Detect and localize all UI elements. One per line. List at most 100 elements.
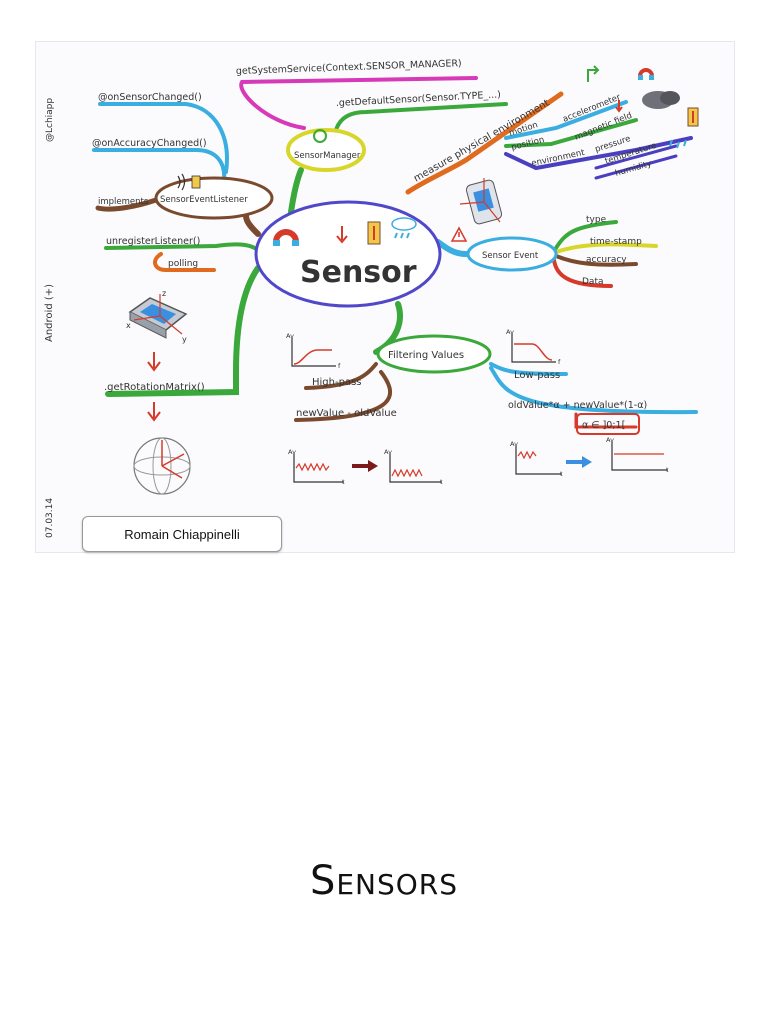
- branch-type: [554, 220, 618, 250]
- branch-accuracy: [554, 254, 638, 267]
- branch-high-pass: [304, 362, 378, 390]
- alpha-range-label: α ∈ ]0;1[: [582, 420, 625, 431]
- low-pass-response-graph: [511, 334, 556, 363]
- getrotationmatrix-label: .getRotationMatrix(): [104, 382, 205, 393]
- branch-onaccuracychanged: [92, 148, 227, 184]
- new-minus-old-label: newValue - oldValue: [296, 408, 397, 419]
- center-node-outline: [254, 200, 442, 308]
- thermometer-icon: [367, 221, 381, 245]
- branch-measure: [405, 91, 564, 195]
- branch-low-pass: [489, 362, 568, 376]
- low-pass-signal-after-graph: [611, 442, 668, 471]
- graph-axis-av-2: Av: [506, 328, 514, 336]
- branch-temperature: [594, 154, 678, 180]
- phone-axes-icon: [459, 178, 503, 225]
- graph-axis-f-2: f: [558, 358, 561, 366]
- red-arrow-down-icon: [615, 100, 623, 113]
- rotation-axis-y: y: [182, 335, 187, 344]
- branch-center-to-sensormanager: [288, 167, 304, 215]
- branch-position: [504, 118, 638, 148]
- magnet-icon: [273, 229, 299, 246]
- branch-implements: [95, 197, 159, 212]
- branch-lines: [92, 76, 698, 429]
- mind-map-diagram: Sensor @Lchiapp Android (+) 07.03.14 get…: [44, 58, 699, 538]
- polling-label: polling: [168, 259, 198, 269]
- filtering-outline: [376, 334, 492, 374]
- graph-axis-av-3: Av: [288, 448, 296, 456]
- low-pass-signal-before-graph: [515, 446, 562, 475]
- mind-map-sheet: Sensor @Lchiapp Android (+) 07.03.14 get…: [36, 42, 734, 552]
- graph-axis-av-4: Av: [384, 448, 392, 456]
- low-pass-arrow-icon: [566, 456, 592, 468]
- onsensorchanged-label: @onSensorChanged(): [98, 92, 202, 103]
- high-pass-label: High-pass: [312, 377, 362, 388]
- motion-arrow-icon: [587, 65, 600, 82]
- branch-low-pass-formula: [489, 366, 698, 415]
- branch-rotation: [105, 265, 261, 397]
- graph-axis-av-1: Av: [286, 332, 294, 340]
- branch-new-minus-old: [294, 370, 393, 422]
- arrow-down-icon: [336, 226, 348, 244]
- graph-axis-av-5: Av: [510, 440, 518, 448]
- cloud-rain-icon: [391, 217, 417, 239]
- branch-motion: [504, 100, 628, 140]
- sensor-event-outline: [466, 236, 558, 272]
- getsystemservice-label: getSystemService(Context.SENSOR_MANAGER): [236, 58, 462, 77]
- branch-getsystemservice: [239, 76, 478, 130]
- branch-humidity: [594, 144, 678, 170]
- down-arrow-pair-icon: [147, 352, 161, 372]
- rotation-sphere-icon: [133, 437, 191, 495]
- high-pass-signal-after-graph: [389, 454, 442, 483]
- page-title: Sensors: [309, 858, 459, 904]
- branch-polling: [153, 252, 216, 272]
- accuracy-label: accuracy: [586, 255, 627, 265]
- small-thermometer-icon: [687, 107, 699, 127]
- graph-axis-t-3: t: [342, 478, 345, 486]
- date-label: 07.03.14: [45, 498, 55, 538]
- type-label: type: [586, 215, 607, 225]
- branch-timestamp: [554, 242, 658, 254]
- branch-environment: [504, 136, 693, 171]
- center-label: Sensor: [300, 255, 417, 290]
- signature-label: @Lchiapp: [45, 98, 55, 142]
- alpha-outline: [576, 413, 640, 435]
- graph-axis-av-6: Av: [606, 436, 614, 444]
- high-pass-arrow-icon: [352, 460, 378, 472]
- graph-axis-t-5: t: [560, 470, 563, 478]
- implements-label: implements: [98, 197, 149, 207]
- pressure-cloud-icon: [642, 91, 680, 109]
- branch-getdefaultsensor: [334, 102, 508, 132]
- sensormanager-outline: [286, 128, 366, 172]
- graph-axis-f-1: f: [338, 362, 341, 370]
- author-credit-label: Romain Chiappinelli: [124, 526, 240, 542]
- low-pass-label: Low-pass: [514, 370, 560, 381]
- rain-drops-icon: [669, 139, 687, 149]
- author-credit-box: Romain Chiappinelli: [82, 516, 282, 552]
- graph-axis-t-4: t: [440, 478, 443, 486]
- filtering-values-label: Filtering Values: [388, 350, 464, 361]
- sensor-event-label: Sensor Event: [482, 251, 539, 261]
- time-stamp-label: time-stamp: [590, 237, 642, 247]
- unregisterlistener-label: unregisterListener(): [106, 236, 200, 247]
- refresh-icon: [313, 129, 327, 143]
- listener-outline: [154, 176, 274, 220]
- sensormanager-label: SensorManager: [294, 151, 361, 161]
- sensoreventlistener-label: SensorEventListener: [160, 195, 248, 205]
- rotation-axis-z: z: [162, 289, 166, 298]
- branch-data: [552, 258, 613, 288]
- small-magnet-icon: [638, 68, 654, 80]
- phone-3d-icon: [128, 294, 188, 339]
- graph-axis-t-6: t: [666, 466, 669, 474]
- high-pass-response-graph: [291, 338, 336, 367]
- sound-waves-icon: [177, 173, 201, 191]
- data-label: Data: [582, 277, 604, 287]
- down-arrow-pair-icon-2: [147, 402, 161, 422]
- branch-sensor-event: [435, 239, 469, 257]
- rotation-axis-x: x: [126, 321, 131, 330]
- onaccuracychanged-label: @onAccuracyChanged(): [92, 138, 207, 149]
- high-pass-signal-before-graph: [293, 454, 344, 483]
- side-label: Android (+): [44, 284, 55, 342]
- low-pass-formula-label: oldValue*α + newValue*(1-α): [508, 400, 647, 411]
- branch-onsensorchanged: [98, 102, 229, 174]
- warning-icon: [450, 226, 468, 242]
